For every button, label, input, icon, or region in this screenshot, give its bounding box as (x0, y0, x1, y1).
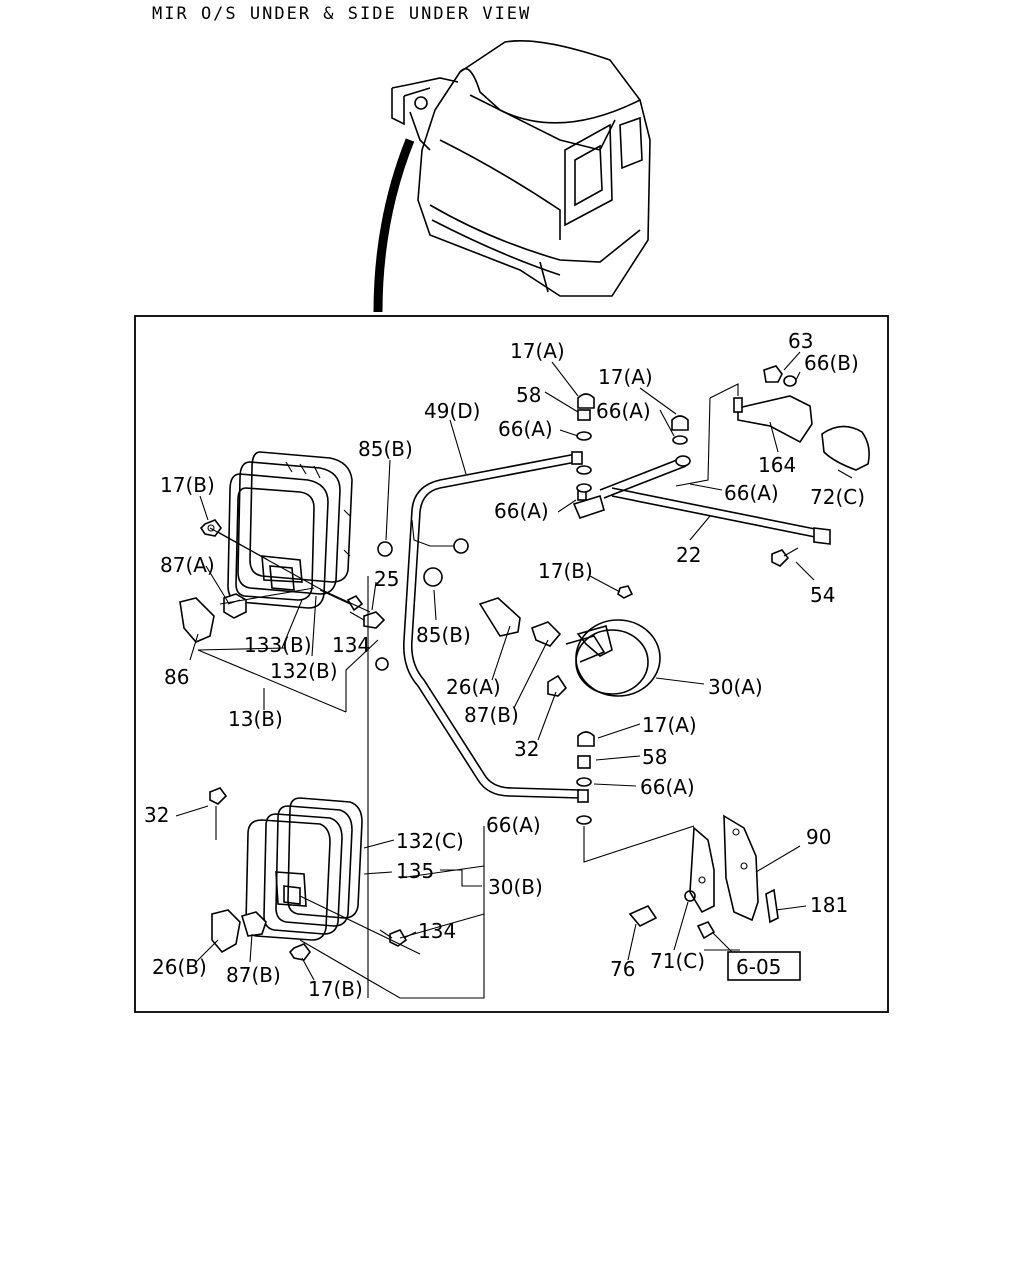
cover-72c (821, 425, 870, 471)
cover-26b (211, 909, 241, 954)
bolt-76 (628, 904, 658, 927)
bolt-25 (349, 611, 386, 629)
bracket-164 (675, 383, 813, 487)
diagram-title: MIR O/S UNDER & SIDE UNDER VIEW (152, 4, 532, 24)
label-30b: 30(B) (488, 875, 543, 899)
label-87a: 87(A) (160, 553, 215, 577)
label-54: 54 (810, 583, 835, 607)
label-66a: 66(A) (596, 399, 651, 423)
part-labels: 17(A) 58 66(A) 49(D) 17(A) 66(A) 63 66(B… (144, 329, 865, 1001)
round-mirror-30a (565, 619, 661, 697)
label-132c: 132(C) (396, 829, 464, 853)
grommet-85b-lower (423, 567, 443, 587)
label-181: 181 (810, 893, 848, 917)
reference-box[interactable]: 6-05 (727, 951, 801, 981)
hardware-stack-lower (576, 731, 595, 825)
label-66a: 66(A) (498, 417, 553, 441)
label-66a: 66(A) (724, 481, 779, 505)
label-76: 76 (610, 957, 635, 981)
label-86: 86 (164, 665, 189, 689)
nut-17b-lower (288, 943, 311, 961)
label-58: 58 (642, 745, 667, 769)
cover-26a (478, 597, 521, 637)
label-17a: 17(A) (642, 713, 697, 737)
label-49d: 49(D) (424, 399, 480, 423)
bolt-32-lower (209, 787, 228, 840)
bolt-54 (771, 547, 799, 567)
label-30a: 30(A) (708, 675, 763, 699)
stay-22 (572, 455, 831, 545)
label-66b: 66(B) (804, 351, 859, 375)
label-26a: 26(A) (446, 675, 501, 699)
mirror-stay-tube (375, 451, 589, 803)
upper-side-mirror (227, 451, 353, 609)
label-90: 90 (806, 825, 831, 849)
bracket-90 (689, 814, 759, 922)
reference-box-label: 6-05 (736, 955, 781, 979)
label-132b: 132(B) (270, 659, 338, 683)
bolt-32-mid (547, 674, 568, 697)
label-25: 25 (374, 567, 399, 591)
clip-181 (765, 888, 779, 924)
label-13b: 13(B) (228, 707, 283, 731)
label-134: 134 (418, 919, 456, 943)
label-17b: 17(B) (160, 473, 215, 497)
pin-134-upper (319, 589, 364, 612)
label-87b: 87(B) (464, 703, 519, 727)
label-26b: 26(B) (152, 955, 207, 979)
leader-lines (175, 351, 853, 999)
label-72c: 72(C) (810, 485, 865, 509)
truck-cab-illustration (373, 40, 651, 313)
nut-17b-mid (617, 585, 634, 599)
label-134: 134 (332, 633, 370, 657)
label-66a: 66(A) (486, 813, 541, 837)
washer-66b (783, 375, 797, 387)
label-22: 22 (676, 543, 701, 567)
stud-71c (684, 890, 696, 902)
label-85b: 85(B) (416, 623, 471, 647)
nut-63 (763, 365, 783, 383)
label-133b: 133(B) (244, 633, 312, 657)
pin-134-lower (379, 929, 408, 947)
grommet-85b-upper (377, 541, 393, 557)
label-58: 58 (516, 383, 541, 407)
label-63: 63 (788, 329, 813, 353)
label-32: 32 (514, 737, 539, 761)
hardware-stack-upper (576, 393, 689, 493)
label-17b: 17(B) (538, 559, 593, 583)
label-164: 164 (758, 453, 796, 477)
cover-86 (179, 597, 215, 643)
diagram-frame (134, 315, 889, 1013)
label-135: 135 (396, 859, 434, 883)
label-17a: 17(A) (598, 365, 653, 389)
cap-87b-upper (530, 621, 562, 647)
label-17a: 17(A) (510, 339, 565, 363)
lower-side-mirror (245, 797, 363, 941)
cap-87a (223, 593, 247, 619)
cap-87b-lower (241, 911, 267, 937)
ball-joint (453, 538, 469, 554)
label-71c: 71(C) (650, 949, 705, 973)
label-66a: 66(A) (640, 775, 695, 799)
label-17b: 17(B) (308, 977, 363, 1001)
label-32: 32 (144, 803, 169, 827)
screw-small (696, 921, 716, 940)
label-66a: 66(A) (494, 499, 549, 523)
label-85b: 85(B) (358, 437, 413, 461)
label-87b: 87(B) (226, 963, 281, 987)
